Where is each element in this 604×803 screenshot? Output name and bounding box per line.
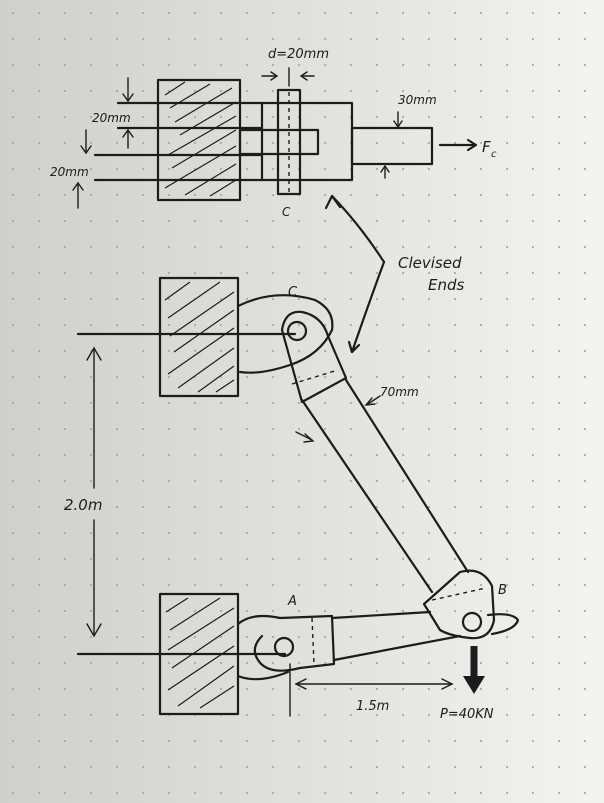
- force-label-fc-subscript: c: [491, 149, 497, 160]
- bar-bc: [300, 378, 470, 594]
- force-arrow-fc: [438, 138, 478, 152]
- width-label-70mm: 70mm: [380, 385, 419, 399]
- callout-text-ends: Ends: [428, 276, 465, 294]
- diameter-dimension-arrows: [261, 67, 315, 87]
- force-label-fc: F: [482, 138, 491, 156]
- thickness-dimension-arrows: [72, 77, 134, 209]
- width-70-arrows: [295, 395, 381, 443]
- upper-wall-block: [158, 276, 240, 398]
- clevis-callout-lines: [324, 194, 386, 354]
- span-label: 1.5m: [356, 699, 389, 714]
- joint-a-label: A: [287, 594, 297, 609]
- diameter-label: d=20mm: [268, 47, 329, 62]
- height-dimension: [86, 346, 102, 638]
- thickness-label-bottom: 20mm: [50, 165, 89, 179]
- clevis-b: [422, 569, 520, 640]
- joint-b-label: B: [498, 583, 507, 598]
- height-label: 2.0m: [64, 496, 102, 514]
- joint-c-label-top: C: [282, 205, 291, 219]
- bar-ab: [330, 610, 462, 662]
- callout-text-clevised: Clevised: [398, 254, 462, 272]
- joint-c-label: C: [288, 285, 298, 300]
- thickness-label-top: 20mm: [92, 111, 131, 125]
- clevis-c: [236, 294, 348, 404]
- width-label-30mm: 30mm: [398, 93, 437, 107]
- top-clevis-plates: [93, 101, 264, 182]
- load-label: P=40KN: [440, 707, 494, 722]
- clevis-a: [236, 614, 336, 681]
- span-dimension: [289, 663, 454, 717]
- load-arrow: [463, 646, 485, 694]
- top-bar-member: [350, 111, 434, 179]
